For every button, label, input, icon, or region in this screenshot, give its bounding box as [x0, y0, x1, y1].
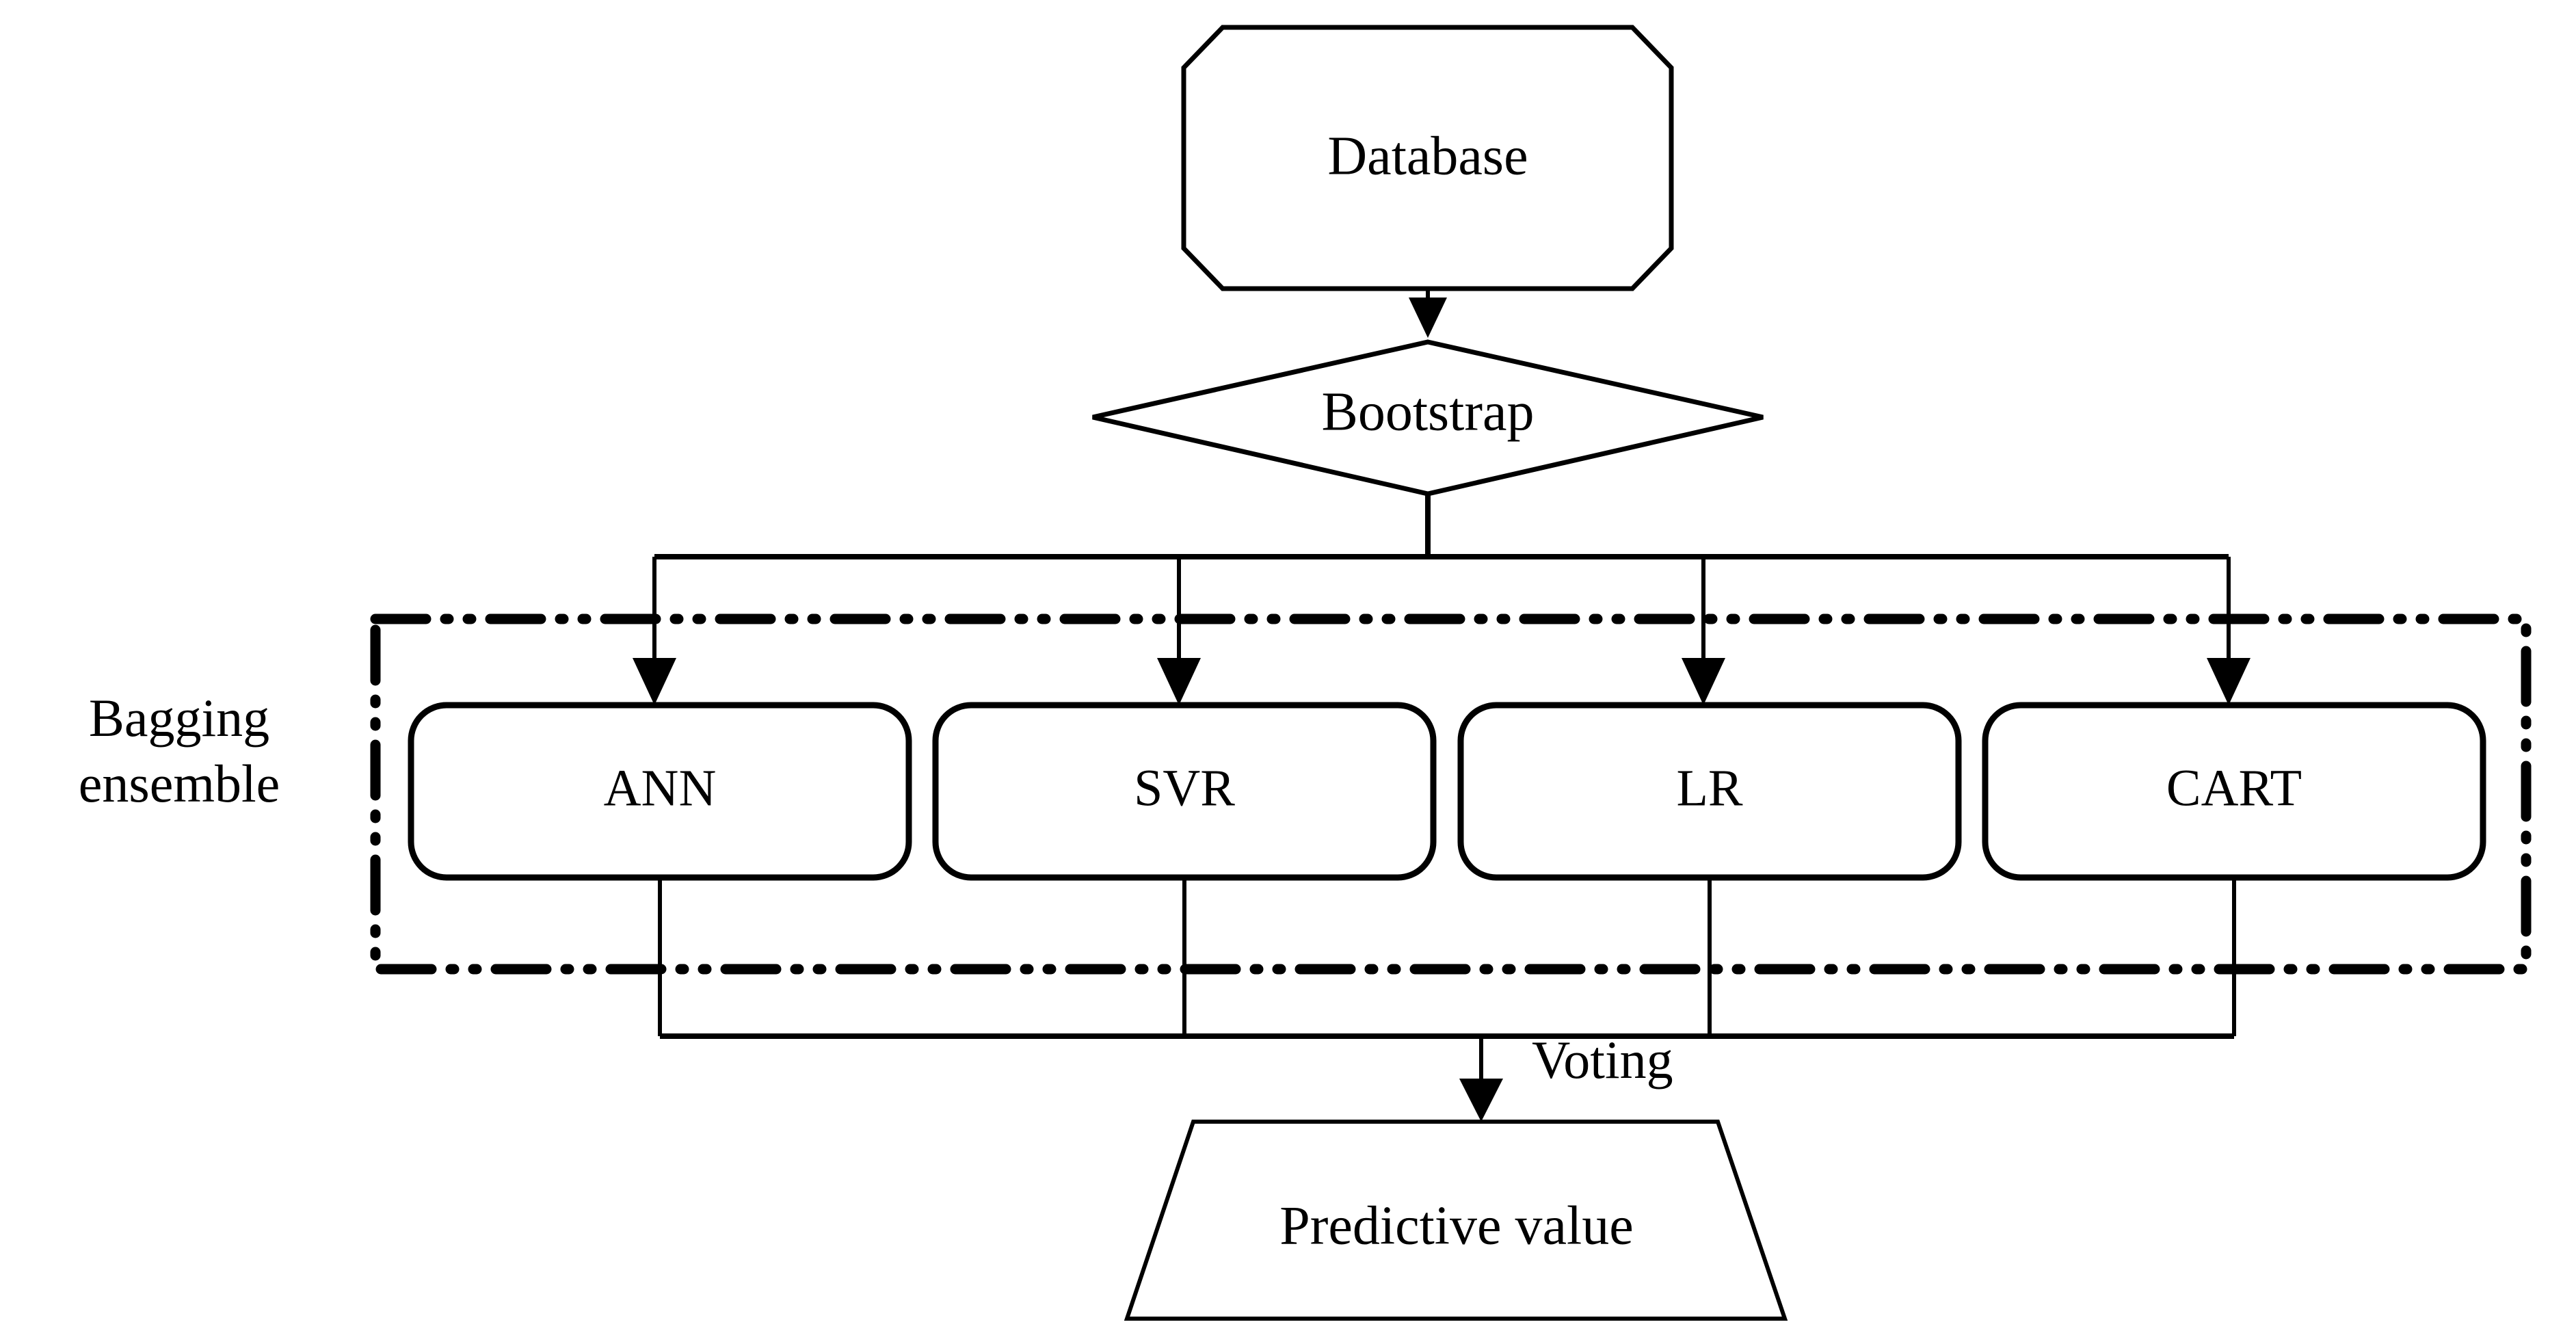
model-label-lr: LR: [1676, 759, 1742, 817]
edge-database-to-bootstrap: [1409, 289, 1447, 338]
database-octagon-shape: [1181, 25, 1674, 291]
edge-models-fanin: [658, 877, 2236, 1039]
node-model-ann[interactable]: ANN: [408, 702, 912, 881]
node-predictive-value[interactable]: Predictive value: [1124, 1120, 1788, 1321]
bagging-ensemble-label-line1: Bagging: [89, 688, 269, 748]
predictive-value-label: Predictive value: [1279, 1196, 1634, 1256]
fanout-arrowhead-lr: [1682, 658, 1725, 705]
voting-arrowhead: [1459, 1079, 1503, 1122]
model-label-ann: ANN: [604, 759, 717, 817]
predictive-value-trapezoid-shape: [1124, 1120, 1788, 1321]
bagging-ensemble-caption: Bagging ensemble: [79, 688, 280, 813]
voting-label: Voting: [1532, 1030, 1673, 1090]
edge-database-bootstrap-arrowhead: [1409, 298, 1447, 338]
edge-bootstrap-fanout: [633, 494, 2250, 705]
node-database[interactable]: Database: [1181, 25, 1674, 291]
node-model-cart[interactable]: CART: [1982, 702, 2486, 881]
node-model-svr[interactable]: SVR: [932, 702, 1437, 881]
fanout-arrowhead-cart: [2207, 658, 2250, 705]
edge-voting: Voting: [1459, 1030, 1673, 1122]
bootstrap-label: Bootstrap: [1321, 382, 1534, 442]
database-label: Database: [1327, 126, 1528, 186]
model-label-svr: SVR: [1134, 759, 1235, 817]
bagging-ensemble-border: [370, 613, 2532, 975]
model-label-cart: CART: [2166, 759, 2302, 817]
bagging-ensemble-label-line2: ensemble: [79, 754, 280, 813]
node-bootstrap[interactable]: Bootstrap: [1092, 339, 1764, 497]
fanout-arrowhead-ann: [633, 658, 676, 705]
node-model-lr[interactable]: LR: [1457, 702, 1962, 881]
fanout-arrowhead-svr: [1157, 658, 1201, 705]
